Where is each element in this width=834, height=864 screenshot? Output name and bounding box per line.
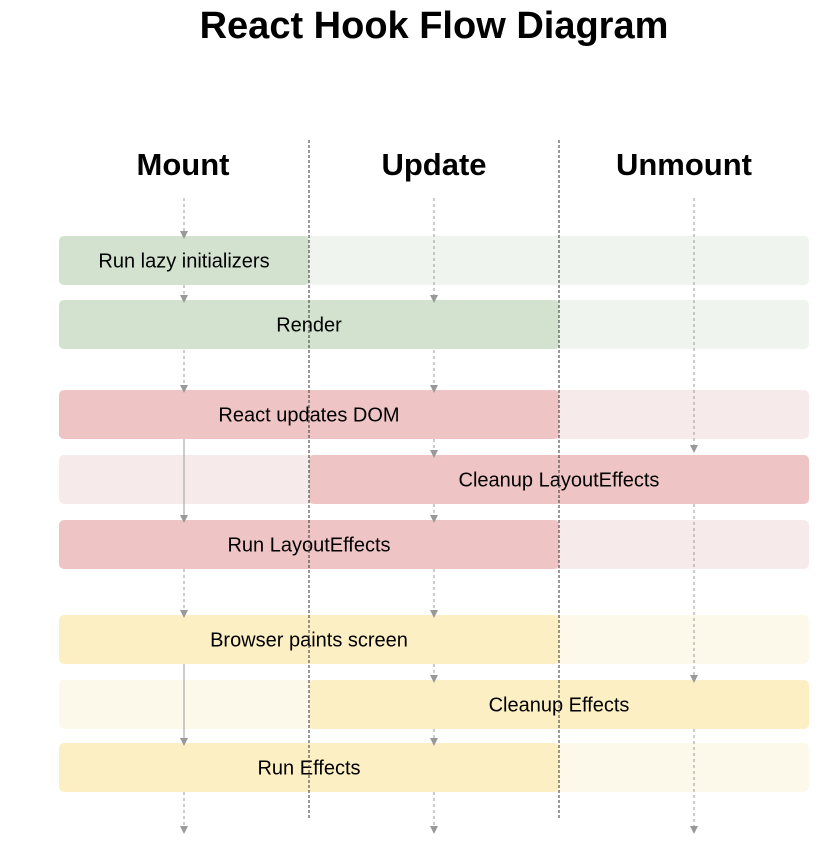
step-react-updates-dom: React updates DOM [59,390,809,439]
diagram-title: React Hook Flow Diagram [199,5,669,47]
phase-dividers [308,140,560,820]
step-active-span [59,300,559,349]
step-render: Render [59,300,809,349]
step-run-layout-effects: Run LayoutEffects [59,520,809,569]
flow-arrows [180,198,698,834]
step-cleanup-layout-effects: Cleanup LayoutEffects [59,455,809,504]
step-active-span [59,615,559,664]
step-active-span [59,236,309,285]
step-label: Run lazy initializers [98,251,269,273]
step-active-span [59,390,559,439]
step-active-span [59,520,559,569]
step-browser-paints: Browser paints screen [59,615,809,664]
step-active-span [309,455,809,504]
step-run-effects: Run Effects [59,743,809,792]
phase-header-mount: Mount [136,147,230,182]
step-label: Run Effects [257,758,360,780]
step-cleanup-effects: Cleanup Effects [59,680,809,729]
phase-header-update: Update [381,147,487,182]
phase-header-unmount: Unmount [615,147,753,182]
step-active-span [309,680,809,729]
